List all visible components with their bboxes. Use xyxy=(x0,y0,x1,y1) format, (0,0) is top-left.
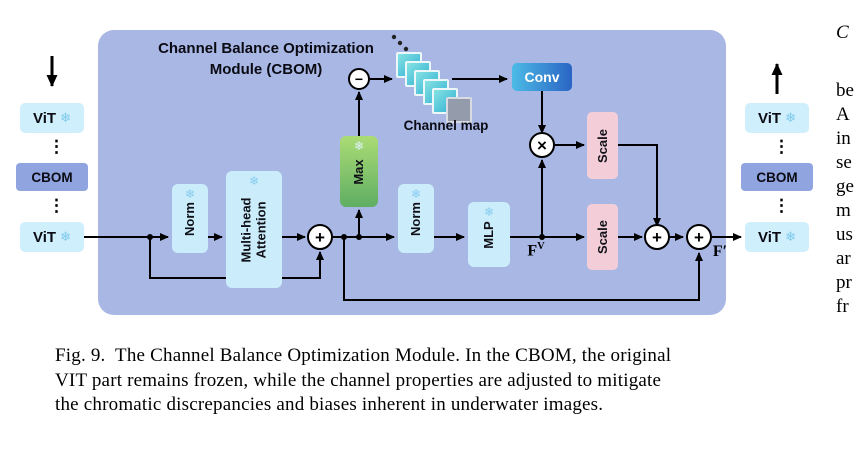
cbom-block-right: CBOM xyxy=(741,163,813,191)
vit-label: ViT xyxy=(758,228,782,246)
clipped-text-fragment: ge xyxy=(836,176,854,197)
clipped-text-fragment: A xyxy=(836,104,850,125)
vit-block-left-top: ViT ❄ xyxy=(20,103,84,133)
subtract-operator: − xyxy=(348,68,370,90)
clipped-text-fragment: fr xyxy=(836,296,849,317)
mlp-block: ❄ MLP xyxy=(468,202,510,267)
vit-label: ViT xyxy=(33,109,57,127)
snowflake-icon: ❄ xyxy=(785,229,796,244)
sum-operator-1: + xyxy=(307,224,333,250)
channel-map-label: Channel map xyxy=(403,118,489,133)
figure-caption: Fig. 9. The Channel Balance Optimization… xyxy=(55,344,671,418)
cbom-label: CBOM xyxy=(31,169,73,185)
ellipsis: ⋮ xyxy=(773,137,790,156)
clipped-text-fragment: C xyxy=(836,22,849,43)
cbom-title-line1: Channel Balance Optimization xyxy=(158,40,374,57)
snowflake-icon: ❄ xyxy=(248,174,260,188)
clipped-text-fragment: m xyxy=(836,200,851,221)
clipped-text-fragment: be xyxy=(836,80,854,101)
scale-block-top: Scale xyxy=(587,112,618,179)
vit-block-left-bottom: ViT ❄ xyxy=(20,222,84,252)
mha-label-line1: Multi-head xyxy=(238,197,254,262)
snowflake-icon: ❄ xyxy=(785,110,796,125)
sum-operator-2: + xyxy=(644,224,670,250)
cbom-title-line2: Module (CBOM) xyxy=(209,61,323,78)
snowflake-icon: ❄ xyxy=(60,229,71,244)
ellipsis: ⋮ xyxy=(773,196,790,215)
max-block: ❄ Max xyxy=(340,136,378,207)
channel-map-square-gray xyxy=(446,97,472,123)
scale-block-bottom: Scale xyxy=(587,204,618,270)
fv-label: FV xyxy=(527,241,545,260)
cbom-panel-title: Channel Balance Optimization Module (CBO… xyxy=(150,38,382,80)
caption-line: Fig. 9. The Channel Balance Optimization… xyxy=(55,345,672,366)
norm-label: Norm xyxy=(407,201,423,236)
snowflake-icon: ❄ xyxy=(353,139,365,153)
multiply-operator: × xyxy=(529,132,555,158)
snowflake-icon: ❄ xyxy=(410,187,422,201)
clipped-text-fragment: us xyxy=(836,224,853,245)
clipped-column-text: C be A in se ge m us ar pr fr xyxy=(836,0,863,461)
clipped-text-fragment: in xyxy=(836,128,851,149)
ellipsis: ⋮ xyxy=(48,196,65,215)
multi-head-attention-block: ❄ Multi-head Attention xyxy=(226,171,282,288)
norm-block-2: ❄ Norm xyxy=(398,184,434,253)
caption-line: the chromatic discrepancies and biases i… xyxy=(55,394,604,415)
clipped-text-fragment: se xyxy=(836,152,852,173)
max-label: Max xyxy=(350,158,366,185)
vit-block-right-top: ViT ❄ xyxy=(745,103,809,133)
conv-block: Conv xyxy=(512,63,572,91)
f-prime-label: F′ xyxy=(712,243,728,260)
scale-label: Scale xyxy=(594,128,610,163)
vit-block-right-bottom: ViT ❄ xyxy=(745,222,809,252)
cbom-label: CBOM xyxy=(756,169,798,185)
cbom-block-left: CBOM xyxy=(16,163,88,191)
clipped-text-fragment: pr xyxy=(836,272,852,293)
norm-block-1: ❄ Norm xyxy=(172,184,208,253)
scale-label: Scale xyxy=(594,220,610,254)
vit-label: ViT xyxy=(33,228,57,246)
snowflake-icon: ❄ xyxy=(483,205,495,219)
sum-operator-3: + xyxy=(686,224,712,250)
clipped-text-fragment: ar xyxy=(836,248,851,269)
snowflake-icon: ❄ xyxy=(60,110,71,125)
mha-label-line2: Attention xyxy=(253,200,268,259)
vit-label: ViT xyxy=(758,109,782,127)
norm-label: Norm xyxy=(181,201,197,236)
snowflake-icon: ❄ xyxy=(184,187,196,201)
ellipsis: ⋮ xyxy=(48,137,65,156)
caption-line: VIT part remains frozen, while the chann… xyxy=(55,369,662,391)
conv-label: Conv xyxy=(524,69,560,85)
mlp-label: MLP xyxy=(480,220,496,249)
